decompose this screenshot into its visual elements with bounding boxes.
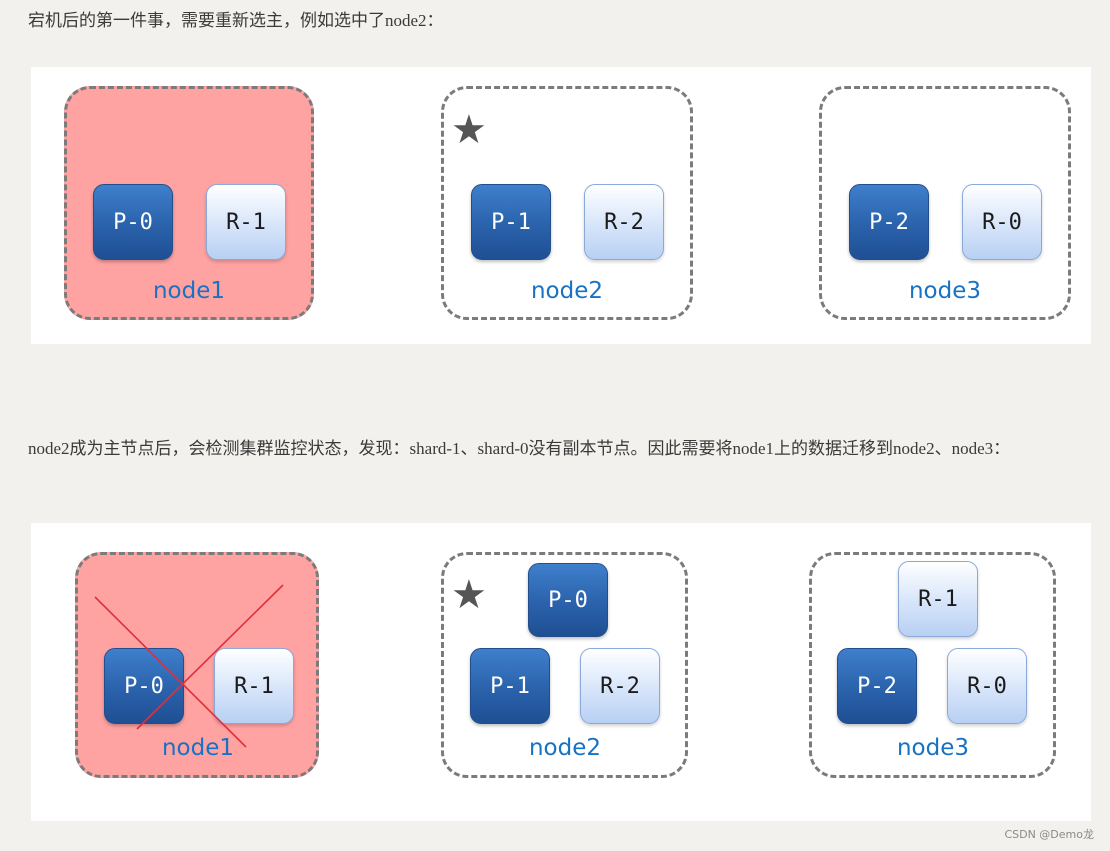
removed-cross-icon — [94, 584, 284, 748]
replica-shard: R-1 — [206, 184, 286, 260]
node-card: R-1 P-2 R-0 node3 — [809, 552, 1056, 778]
replica-shard: R-0 — [962, 184, 1042, 260]
primary-shard: P-0 — [528, 563, 608, 637]
replica-shard: R-1 — [898, 561, 978, 637]
node-card: ★ P-0 P-1 R-2 node2 — [441, 552, 688, 778]
paragraph-data-migration: node2成为主节点后，会检测集群监控状态，发现：shard-1、shard-0… — [28, 439, 1011, 458]
primary-shard: P-2 — [849, 184, 929, 260]
node-card: ★ P-1 R-2 node2 — [441, 86, 693, 320]
diagram-before-migration: P-0 R-1 node1 ★ P-1 R-2 node2 P-2 R-0 no… — [31, 67, 1091, 344]
node-label: node1 — [161, 735, 235, 761]
primary-shard: P-1 — [471, 184, 551, 260]
node-card: P-2 R-0 node3 — [819, 86, 1071, 320]
star-icon: ★ — [451, 572, 487, 618]
watermark: CSDN @Demo龙 — [1004, 828, 1094, 841]
node-label: node2 — [528, 735, 602, 761]
replica-shard: R-2 — [580, 648, 660, 724]
diagram-after-migration: P-0 R-1 node1 ★ P-0 P-1 R-2 node2 R-1 P-… — [31, 523, 1091, 821]
node-label: node3 — [896, 735, 970, 761]
replica-shard: R-0 — [947, 648, 1027, 724]
primary-shard: P-2 — [837, 648, 917, 724]
primary-shard: P-0 — [104, 648, 184, 724]
node-card: P-0 R-1 node1 — [75, 552, 319, 778]
primary-shard: P-1 — [470, 648, 550, 724]
replica-shard: R-1 — [214, 648, 294, 724]
star-icon: ★ — [451, 107, 487, 153]
node-label: node3 — [908, 278, 982, 304]
node-label: node1 — [152, 278, 226, 304]
node-card: P-0 R-1 node1 — [64, 86, 314, 320]
node-label: node2 — [530, 278, 604, 304]
replica-shard: R-2 — [584, 184, 664, 260]
paragraph-master-election: 宕机后的第一件事，需要重新选主，例如选中了node2： — [28, 11, 444, 30]
primary-shard: P-0 — [93, 184, 173, 260]
